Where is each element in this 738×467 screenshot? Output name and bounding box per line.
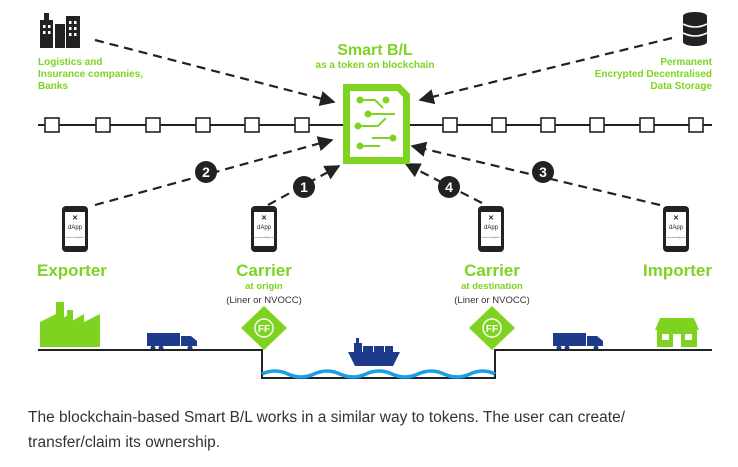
caption: The blockchain-based Smart B/L works in …: [28, 405, 728, 455]
svg-text:✕: ✕: [488, 215, 494, 222]
phone-app-name: dApp: [257, 225, 272, 231]
carrier-destination-note: (Liner or NVOCC): [454, 295, 530, 306]
caption-line: The blockchain-based Smart B/L works in …: [28, 409, 626, 426]
ship-icon: [348, 338, 400, 366]
buildings-icon: [40, 13, 80, 48]
caption-line: transfer/claim its ownership.: [28, 434, 221, 451]
ff-badge-destination: FF: [469, 306, 515, 350]
diagram-canvas: 2 1 4 3 ✕ dApp Decentralized Application…: [38, 12, 712, 379]
ff-badge-destination-label: FF: [486, 324, 498, 335]
blockchain-blocks: [44, 117, 704, 133]
shop-icon: [655, 318, 699, 347]
banks-label: Logistics and Insurance companies, Banks: [38, 57, 218, 93]
phone-exporter: ✕ dApp Decentralized Application: [62, 206, 88, 252]
svg-text:✕: ✕: [261, 215, 267, 222]
step-badge-2-label: 2: [202, 164, 210, 180]
ff-badge-origin-label: FF: [258, 324, 270, 335]
block: [540, 117, 556, 133]
block: [639, 117, 655, 133]
phone-app-caption: Decentralized Application: [252, 236, 277, 239]
phone-app-name: dApp: [669, 225, 684, 231]
storage-label-line: Permanent: [660, 57, 712, 68]
truck-icon-right: [553, 333, 603, 351]
carrier-origin-sub: at origin: [245, 281, 283, 292]
phone-app-caption: Decentralized Application: [63, 236, 88, 239]
phone-app-name: dApp: [484, 225, 499, 231]
step-badge-4-label: 4: [445, 179, 453, 195]
ff-badge-origin: FF: [241, 306, 287, 350]
storage-label-line: Encrypted Decentralised: [594, 69, 712, 80]
block: [145, 117, 161, 133]
database-icon: [682, 12, 708, 46]
step-badge-1-label: 1: [300, 179, 308, 195]
phone-carrier-origin: ✕ dApp Decentralized Application: [251, 206, 277, 252]
smart-bl-document-icon: [343, 84, 410, 164]
phone-app-caption: Decentralized Application: [664, 236, 689, 239]
block: [244, 117, 260, 133]
exporter-label: Exporter: [37, 261, 107, 280]
step-badge-3: 3: [532, 161, 554, 183]
block: [688, 117, 704, 133]
step-badge-1: 1: [293, 176, 315, 198]
banks-label-line: Banks: [38, 81, 69, 92]
phone-app-caption: Decentralized Application: [479, 236, 504, 239]
step-badge-3-label: 3: [539, 164, 547, 180]
water-wave: [261, 369, 496, 379]
truck-icon-left: [147, 333, 197, 351]
arrow-from-storage: [418, 36, 673, 105]
block: [589, 117, 605, 133]
phone-carrier-destination: ✕ dApp Decentralized Application: [478, 206, 504, 252]
arrow-from-banks: [94, 38, 336, 106]
step-badge-2: 2: [195, 161, 217, 183]
block: [95, 117, 111, 133]
smart-bl-subtitle: as a token on blockchain: [315, 60, 435, 71]
carrier-origin-note: (Liner or NVOCC): [226, 295, 302, 306]
carrier-destination-sub: at destination: [461, 281, 523, 292]
block: [491, 117, 507, 133]
carrier-destination-title: Carrier: [464, 261, 520, 280]
storage-label: Permanent Encrypted Decentralised Data S…: [532, 57, 712, 93]
banks-label-line: Insurance companies,: [38, 69, 144, 80]
block: [442, 117, 458, 133]
block: [195, 117, 211, 133]
smart-bl-title: Smart B/L: [337, 42, 413, 59]
carrier-origin-title: Carrier: [236, 261, 292, 280]
factory-icon: [40, 302, 100, 347]
svg-text:✕: ✕: [72, 215, 78, 222]
phone-app-name: dApp: [68, 225, 83, 231]
banks-label-line: Logistics and: [38, 57, 103, 68]
block: [294, 117, 310, 133]
block: [44, 117, 60, 133]
ground-line: [38, 349, 712, 379]
arrow-carrier-origin: [267, 165, 341, 206]
step-badge-4: 4: [438, 176, 460, 198]
importer-label: Importer: [643, 261, 712, 280]
phone-importer: ✕ dApp Decentralized Application: [663, 206, 689, 252]
svg-text:✕: ✕: [673, 215, 679, 222]
storage-label-line: Data Storage: [650, 81, 712, 92]
